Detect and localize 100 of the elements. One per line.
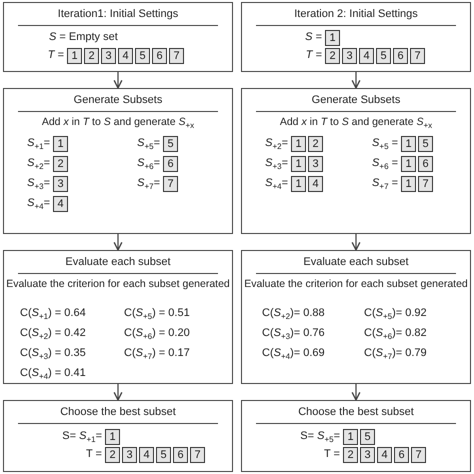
set-element: 5 (163, 136, 178, 152)
set-element: 1 (401, 176, 416, 192)
set-element: 4 (118, 48, 133, 64)
formula-text: S$_{+7}$= (136, 177, 160, 190)
step-description: Evaluate the criterion for each subset generated (6, 278, 230, 291)
formula-text: S$_{+7}$ = (371, 177, 398, 190)
set-element: 4 (53, 196, 68, 212)
step-box (3, 400, 233, 472)
formula-text: S$_{+6}$= (136, 157, 160, 170)
formula-text: T = (304, 49, 322, 62)
formula-text: C(S$_{+3}$)= 0.76 (262, 327, 325, 340)
set-element: 1 (291, 156, 306, 172)
step-box (3, 2, 233, 72)
step-heading: Evaluate each subset (64, 256, 172, 269)
formula-text: S$_{+2}$= (26, 157, 50, 170)
set-element: 1 (67, 48, 82, 64)
set-element: 1 (401, 136, 416, 152)
formula-text: C(S$_{+5}$)= 0.92 (364, 307, 427, 320)
step-box (241, 88, 471, 234)
set-element: 3 (360, 447, 375, 463)
set-element: 6 (393, 48, 408, 64)
formula-text: S = (304, 31, 322, 44)
flow-arrow (352, 234, 360, 251)
set-element: 7 (163, 176, 178, 192)
set-element: 5 (135, 48, 150, 64)
formula-text: C(S$_{+5}$) = 0.51 (124, 307, 190, 320)
set-element: 2 (84, 48, 99, 64)
formula-text: S$_{+1}$= (26, 137, 50, 150)
formula-text: C(S$_{+6}$) = 0.20 (124, 327, 190, 340)
set-element: 3 (342, 48, 357, 64)
set-element: 1 (291, 176, 306, 192)
step-heading: Choose the best subset (59, 406, 177, 419)
set-element: 2 (343, 447, 358, 463)
formula-text: C(S$_{+4}$) = 0.41 (20, 367, 86, 380)
set-element: 6 (173, 447, 188, 463)
formula-text: S$_{+6}$ = (371, 157, 398, 170)
step-box (3, 250, 233, 384)
step-heading: Evaluate each subset (302, 256, 410, 269)
formula-text: C(S$_{+4}$)= 0.69 (262, 347, 325, 360)
set-element: 3 (308, 156, 323, 172)
set-element: 1 (325, 30, 340, 46)
formula-text: S= S$_{+5}$= (299, 430, 340, 443)
formula-text: T = (322, 448, 340, 461)
flow-arrow (352, 384, 360, 401)
formula-text: C(S$_{+2}$)= 0.88 (262, 307, 325, 320)
set-element: 2 (53, 156, 68, 172)
step-heading: Iteration 2: Initial Settings (293, 8, 419, 21)
set-element: 1 (343, 429, 358, 445)
set-element: 1 (105, 429, 120, 445)
set-element: 7 (411, 447, 426, 463)
set-element: 1 (291, 136, 306, 152)
formula-text: S= S$_{+1}$= (61, 430, 102, 443)
step-heading: Choose the best subset (297, 406, 415, 419)
set-element: 5 (360, 429, 375, 445)
set-element: 2 (105, 447, 120, 463)
formula-text: T = (84, 448, 102, 461)
formula-text: C(S$_{+1}$) = 0.64 (20, 307, 86, 320)
formula-text: C(S$_{+3}$) = 0.35 (20, 347, 86, 360)
set-element: 3 (122, 447, 137, 463)
formula-text: C(S$_{+7}$)= 0.79 (364, 347, 427, 360)
step-description: Add x in T to S and generate S$_{+x}$ (278, 116, 434, 129)
flow-arrow (352, 72, 360, 89)
set-element: 2 (325, 48, 340, 64)
set-element: 7 (190, 447, 205, 463)
step-box (241, 250, 471, 384)
step-box (3, 88, 233, 234)
formula-text: C(S$_{+7}$) = 0.17 (124, 347, 190, 360)
flow-arrow (114, 234, 122, 251)
formula-text: S$_{+5}$ = (371, 137, 398, 150)
step-heading: Generate Subsets (310, 94, 402, 107)
flow-arrow (114, 384, 122, 401)
step-description: Evaluate the criterion for each subset generated (244, 278, 468, 291)
step-box (241, 400, 471, 472)
set-element: 6 (152, 48, 167, 64)
set-element: 6 (394, 447, 409, 463)
formula-text: S$_{+5}$= (136, 137, 160, 150)
step-box (241, 2, 471, 72)
set-element: 6 (418, 156, 433, 172)
set-element: 5 (418, 136, 433, 152)
formula-text: S$_{+4}$= (26, 197, 50, 210)
step-heading: Iteration1: Initial Settings (56, 8, 180, 21)
flow-arrow (114, 72, 122, 89)
formula-text: S$_{+4}$= (264, 177, 288, 190)
set-element: 5 (376, 48, 391, 64)
set-element: 2 (308, 136, 323, 152)
set-element: 4 (308, 176, 323, 192)
set-element: 7 (410, 48, 425, 64)
set-element: 3 (101, 48, 116, 64)
set-element: 1 (401, 156, 416, 172)
set-element: 4 (377, 447, 392, 463)
formula-text: S$_{+2}$= (264, 137, 288, 150)
formula-text: S$_{+3}$= (264, 157, 288, 170)
formula-text: S = Empty set (49, 31, 118, 44)
step-heading: Generate Subsets (72, 94, 164, 107)
set-element: 5 (156, 447, 171, 463)
formula-text: T = (46, 49, 64, 62)
formula-text: C(S$_{+2}$) = 0.42 (20, 327, 86, 340)
formula-text: S$_{+3}$= (26, 177, 50, 190)
formula-text: C(S$_{+6}$)= 0.82 (364, 327, 427, 340)
set-element: 4 (359, 48, 374, 64)
